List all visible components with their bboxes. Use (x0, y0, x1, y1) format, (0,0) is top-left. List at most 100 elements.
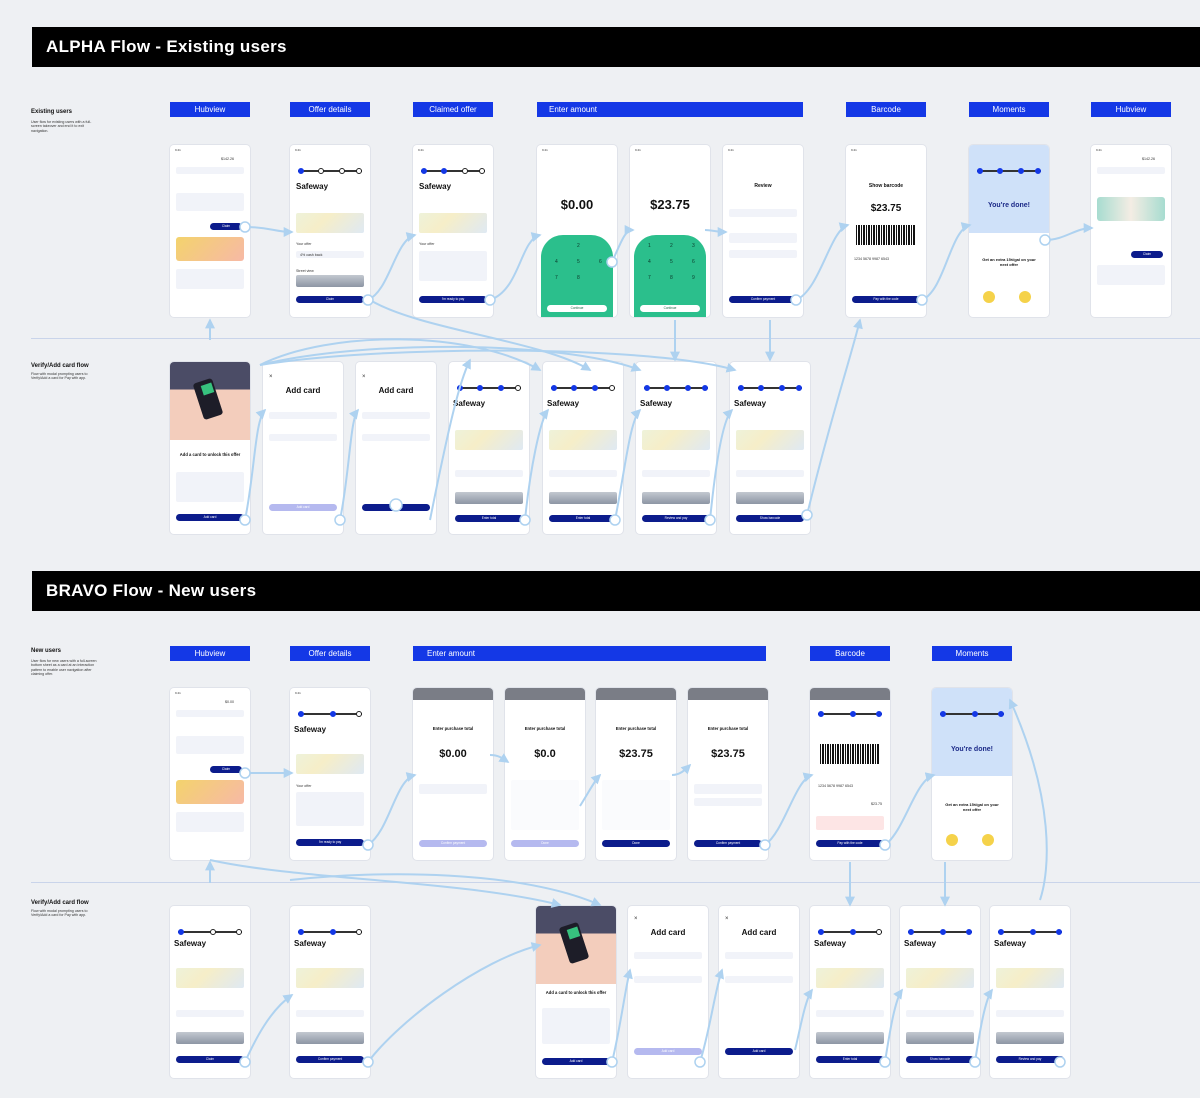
progress-stepper (940, 711, 1004, 717)
alpha-add-card-modal-screen[interactable]: Add a card to unlock this offer Add card (170, 362, 250, 534)
alpha-offer-details-screen[interactable]: 9:41 Safeway Your offer 4% cash back Str… (290, 145, 370, 317)
map-thumbnail[interactable] (296, 754, 364, 774)
bravo-verify-offer-screen-3[interactable]: Safeway Enter total (810, 906, 890, 1078)
show-barcode-button[interactable]: Show barcode (906, 1056, 974, 1063)
alpha-step-moments: Moments (969, 102, 1049, 117)
name-on-card-field[interactable] (634, 952, 702, 959)
add-card-button[interactable]: Add card (542, 1058, 610, 1065)
alpha-moments-screen[interactable]: You're done! Get an extra 15¢/gal on you… (969, 145, 1049, 317)
alpha-barcode-screen[interactable]: 9:41 Show barcode $23.75 1234 5678 9987 … (846, 145, 926, 317)
bravo-moments-screen[interactable]: You're done! Get an extra 15¢/gal on you… (932, 688, 1012, 860)
card-info-field[interactable] (725, 976, 793, 983)
bravo-enter-total-empty[interactable]: Enter purchase total $0.00 Confirm payme… (413, 688, 493, 860)
card-info-field[interactable] (269, 434, 337, 441)
offer-card-2[interactable] (176, 812, 244, 832)
confirm-payment-button[interactable]: Confirm payment (694, 840, 762, 847)
map-thumbnail[interactable] (176, 968, 244, 988)
alpha-verify-offer-screen-2[interactable]: Safeway Enter total (543, 362, 623, 534)
enter-total-button[interactable]: Enter total (455, 515, 523, 522)
review-and-pay-button[interactable]: Review and pay (996, 1056, 1064, 1063)
map-thumbnail[interactable] (642, 430, 710, 450)
map-thumbnail[interactable] (455, 430, 523, 450)
bravo-enter-total-keypad[interactable]: Enter purchase total $0.0 Done (505, 688, 585, 860)
bravo-enter-total-filled[interactable]: Enter purchase total $23.75 Done (596, 688, 676, 860)
bravo-enter-total-review[interactable]: Enter purchase total $23.75 Confirm paym… (688, 688, 768, 860)
claim-button[interactable]: Claim (210, 766, 242, 773)
numeric-keypad[interactable] (511, 780, 579, 830)
confirm-payment-button[interactable]: Confirm payment (419, 840, 487, 847)
map-thumbnail[interactable] (296, 213, 364, 233)
offer-card-2[interactable] (176, 269, 244, 289)
close-icon[interactable]: × (269, 374, 273, 380)
add-card-button[interactable]: Add card (725, 1048, 793, 1055)
alpha-verify-offer-screen-4[interactable]: Safeway Show barcode (730, 362, 810, 534)
numeric-keypad[interactable] (602, 780, 670, 830)
done-button[interactable]: Done (602, 840, 670, 847)
alpha-verify-offer-screen-1[interactable]: Safeway Enter total (449, 362, 529, 534)
enter-total-button[interactable]: Enter total (549, 515, 617, 522)
offer-card[interactable] (176, 193, 244, 211)
pay-with-code-button[interactable]: Pay with the code (852, 296, 920, 303)
claim-button[interactable]: Claim (1131, 251, 1163, 258)
claim-button[interactable]: Claim (176, 1056, 244, 1063)
review-and-pay-button[interactable]: Review and pay (642, 515, 710, 522)
payment-method-select[interactable] (729, 233, 797, 243)
pay-with-code-button[interactable]: Pay with the code (816, 840, 884, 847)
bravo-verify-offer-screen-2[interactable]: Safeway Confirm payment (290, 906, 370, 1078)
continue-button[interactable]: Continue (547, 305, 607, 312)
add-card-button[interactable]: Add card (269, 504, 337, 511)
alpha-hubview-end-screen[interactable]: 9:41 $142.26 Claim (1091, 145, 1171, 317)
map-thumbnail[interactable] (996, 968, 1064, 988)
alpha-add-card-form-filled[interactable]: × Add card Add card (356, 362, 436, 534)
map-thumbnail[interactable] (736, 430, 804, 450)
bravo-offer-details-screen[interactable]: 9:41 Safeway Your offer I'm ready to pay (290, 688, 370, 860)
add-card-button[interactable]: Add card (176, 514, 244, 521)
map-thumbnail[interactable] (816, 968, 884, 988)
ready-to-pay-button[interactable]: I'm ready to pay (296, 839, 364, 846)
name-on-card-field[interactable] (725, 952, 793, 959)
ready-to-pay-button[interactable]: I'm ready to pay (419, 296, 487, 303)
bravo-barcode-screen[interactable]: 1234 5678 9987 6543 $23.75 Pay with the … (810, 688, 890, 860)
close-icon[interactable]: × (634, 916, 638, 922)
done-button[interactable]: Done (511, 840, 579, 847)
bravo-add-card-modal-screen[interactable]: Add a card to unlock this offer Add card (536, 906, 616, 1078)
bravo-add-card-form-filled[interactable]: × Add card Add card (719, 906, 799, 1078)
add-card-button[interactable]: Add card (362, 504, 430, 511)
map-thumbnail[interactable] (549, 430, 617, 450)
map-thumbnail[interactable] (296, 968, 364, 988)
alpha-review-screen[interactable]: 9:41 Review Confirm payment (723, 145, 803, 317)
confirm-payment-button[interactable]: Confirm payment (729, 296, 797, 303)
show-barcode-button[interactable]: Show barcode (736, 515, 804, 522)
payment-method-select[interactable] (694, 784, 762, 794)
alpha-claimed-offer-screen[interactable]: 9:41 Safeway Your offer I'm ready to pay (413, 145, 493, 317)
claim-button[interactable]: Claim (296, 296, 364, 303)
close-icon[interactable]: × (362, 374, 366, 380)
claim-button[interactable]: Claim (210, 223, 242, 230)
map-thumbnail[interactable] (419, 213, 487, 233)
map-thumbnail[interactable] (906, 968, 974, 988)
close-icon[interactable]: × (725, 916, 729, 922)
alpha-hubview-screen[interactable]: 9:41 $142.26 Claim (170, 145, 250, 317)
bravo-verify-offer-screen-5[interactable]: Safeway Review and pay (990, 906, 1070, 1078)
offer-card[interactable] (176, 736, 244, 754)
alpha-verify-offer-screen-3[interactable]: Safeway Review and pay (636, 362, 716, 534)
bravo-add-card-form-empty[interactable]: × Add card Add card (628, 906, 708, 1078)
alpha-add-card-form-empty[interactable]: × Add card Add card (263, 362, 343, 534)
bravo-hubview-screen[interactable]: 9:41 $0.00 Claim (170, 688, 250, 860)
card-info-field[interactable] (634, 976, 702, 983)
card-info-field[interactable] (362, 434, 430, 441)
confirm-payment-button[interactable]: Confirm payment (296, 1056, 364, 1063)
name-on-card-field[interactable] (269, 412, 337, 419)
bravo-verify-offer-screen-1[interactable]: Safeway Claim (170, 906, 250, 1078)
bravo-verify-offer-screen-4[interactable]: Safeway Show barcode (900, 906, 980, 1078)
add-card-button[interactable]: Add card (634, 1048, 702, 1055)
offer-card-2[interactable] (1097, 265, 1165, 285)
name-on-card-field[interactable] (362, 412, 430, 419)
enter-total-button[interactable]: Enter total (816, 1056, 884, 1063)
payment-method-select[interactable] (419, 784, 487, 794)
continue-button[interactable]: Continue (640, 305, 700, 312)
